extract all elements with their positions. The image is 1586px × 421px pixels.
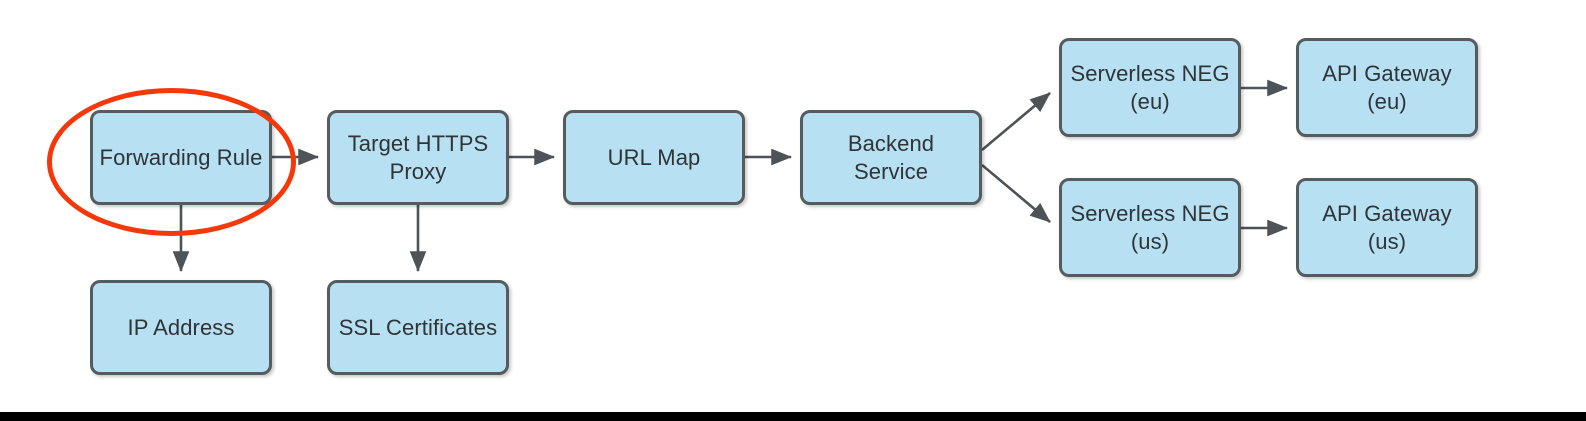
node-backend-service[interactable]: Backend Service <box>800 110 982 205</box>
node-ssl-certificates[interactable]: SSL Certificates <box>327 280 509 375</box>
node-label-url-map: URL Map <box>607 144 701 170</box>
node-ip-address[interactable]: IP Address <box>90 280 272 375</box>
edge-backend-service-to-serverless-neg-us <box>981 164 1051 223</box>
node-label-ip-address: IP Address <box>127 314 235 340</box>
node-forwarding-rule[interactable]: Forwarding Rule <box>90 110 272 205</box>
node-label-serverless-neg-us: Serverless NEG (us) <box>1070 201 1230 254</box>
node-label-forwarding-rule: Forwarding Rule <box>99 144 263 170</box>
node-serverless-neg-us[interactable]: Serverless NEG (us) <box>1059 178 1241 277</box>
node-label-ssl-certificates: SSL Certificates <box>338 314 498 340</box>
node-label-api-gateway-us: API Gateway (us) <box>1322 201 1452 254</box>
edge-backend-service-to-serverless-neg-eu <box>981 92 1051 151</box>
node-api-gateway-us[interactable]: API Gateway (us) <box>1296 178 1478 277</box>
node-api-gateway-eu[interactable]: API Gateway (eu) <box>1296 38 1478 137</box>
node-label-serverless-neg-eu: Serverless NEG (eu) <box>1070 61 1230 114</box>
node-target-https-proxy[interactable]: Target HTTPS Proxy <box>327 110 509 205</box>
node-serverless-neg-eu[interactable]: Serverless NEG (eu) <box>1059 38 1241 137</box>
node-label-target-https-proxy: Target HTTPS Proxy <box>347 131 489 184</box>
node-label-api-gateway-eu: API Gateway (eu) <box>1322 61 1452 114</box>
node-label-backend-service: Backend Service <box>847 131 935 184</box>
node-url-map[interactable]: URL Map <box>563 110 745 205</box>
footer-bar <box>0 412 1586 421</box>
